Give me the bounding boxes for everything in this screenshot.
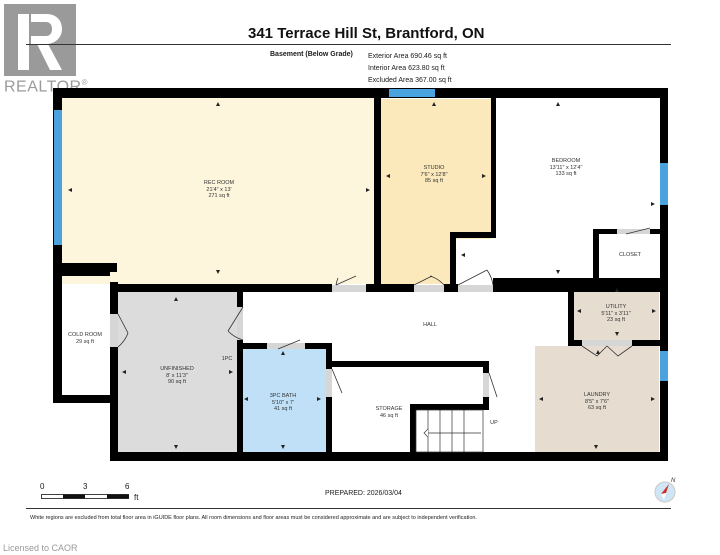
disclaimer-text: White regions are excluded from total fl… [30, 515, 477, 521]
area-summary: Exterior Area 690.46 sq ft Interior Area… [368, 51, 452, 87]
hall-label: HALL [423, 322, 437, 328]
prepared-date: PREPARED: 2026/03/04 [325, 490, 402, 497]
page-title: 341 Terrace Hill St, Brantford, ON [248, 25, 485, 42]
stairs-up-label: UP [490, 420, 498, 426]
license-text: Licensed to CAOR [3, 543, 78, 553]
floor-plan [53, 88, 668, 461]
closet-label: CLOSET [618, 252, 642, 258]
title-divider [26, 44, 671, 45]
interior-area: Interior Area 623.80 sq ft [368, 65, 445, 72]
realtor-r-icon [18, 14, 62, 70]
excluded-area: Excluded Area 367.00 sq ft [368, 77, 452, 84]
level-label: Basement (Below Grade) [270, 51, 353, 58]
realtor-logo [4, 4, 76, 76]
rec-room-area [62, 97, 377, 284]
exterior-area: Exterior Area 690.46 sq ft [368, 53, 447, 60]
scale-graphic [41, 494, 129, 499]
onepc-label: 1PC [221, 356, 233, 362]
bedroom-area [495, 99, 660, 239]
footer-divider [26, 508, 671, 509]
laundry-area [535, 346, 659, 454]
svg-text:N: N [671, 478, 676, 484]
unfinished-area [117, 292, 239, 454]
utility-area [573, 284, 659, 340]
north-compass-icon: N [654, 478, 676, 503]
bath-area [238, 347, 328, 454]
